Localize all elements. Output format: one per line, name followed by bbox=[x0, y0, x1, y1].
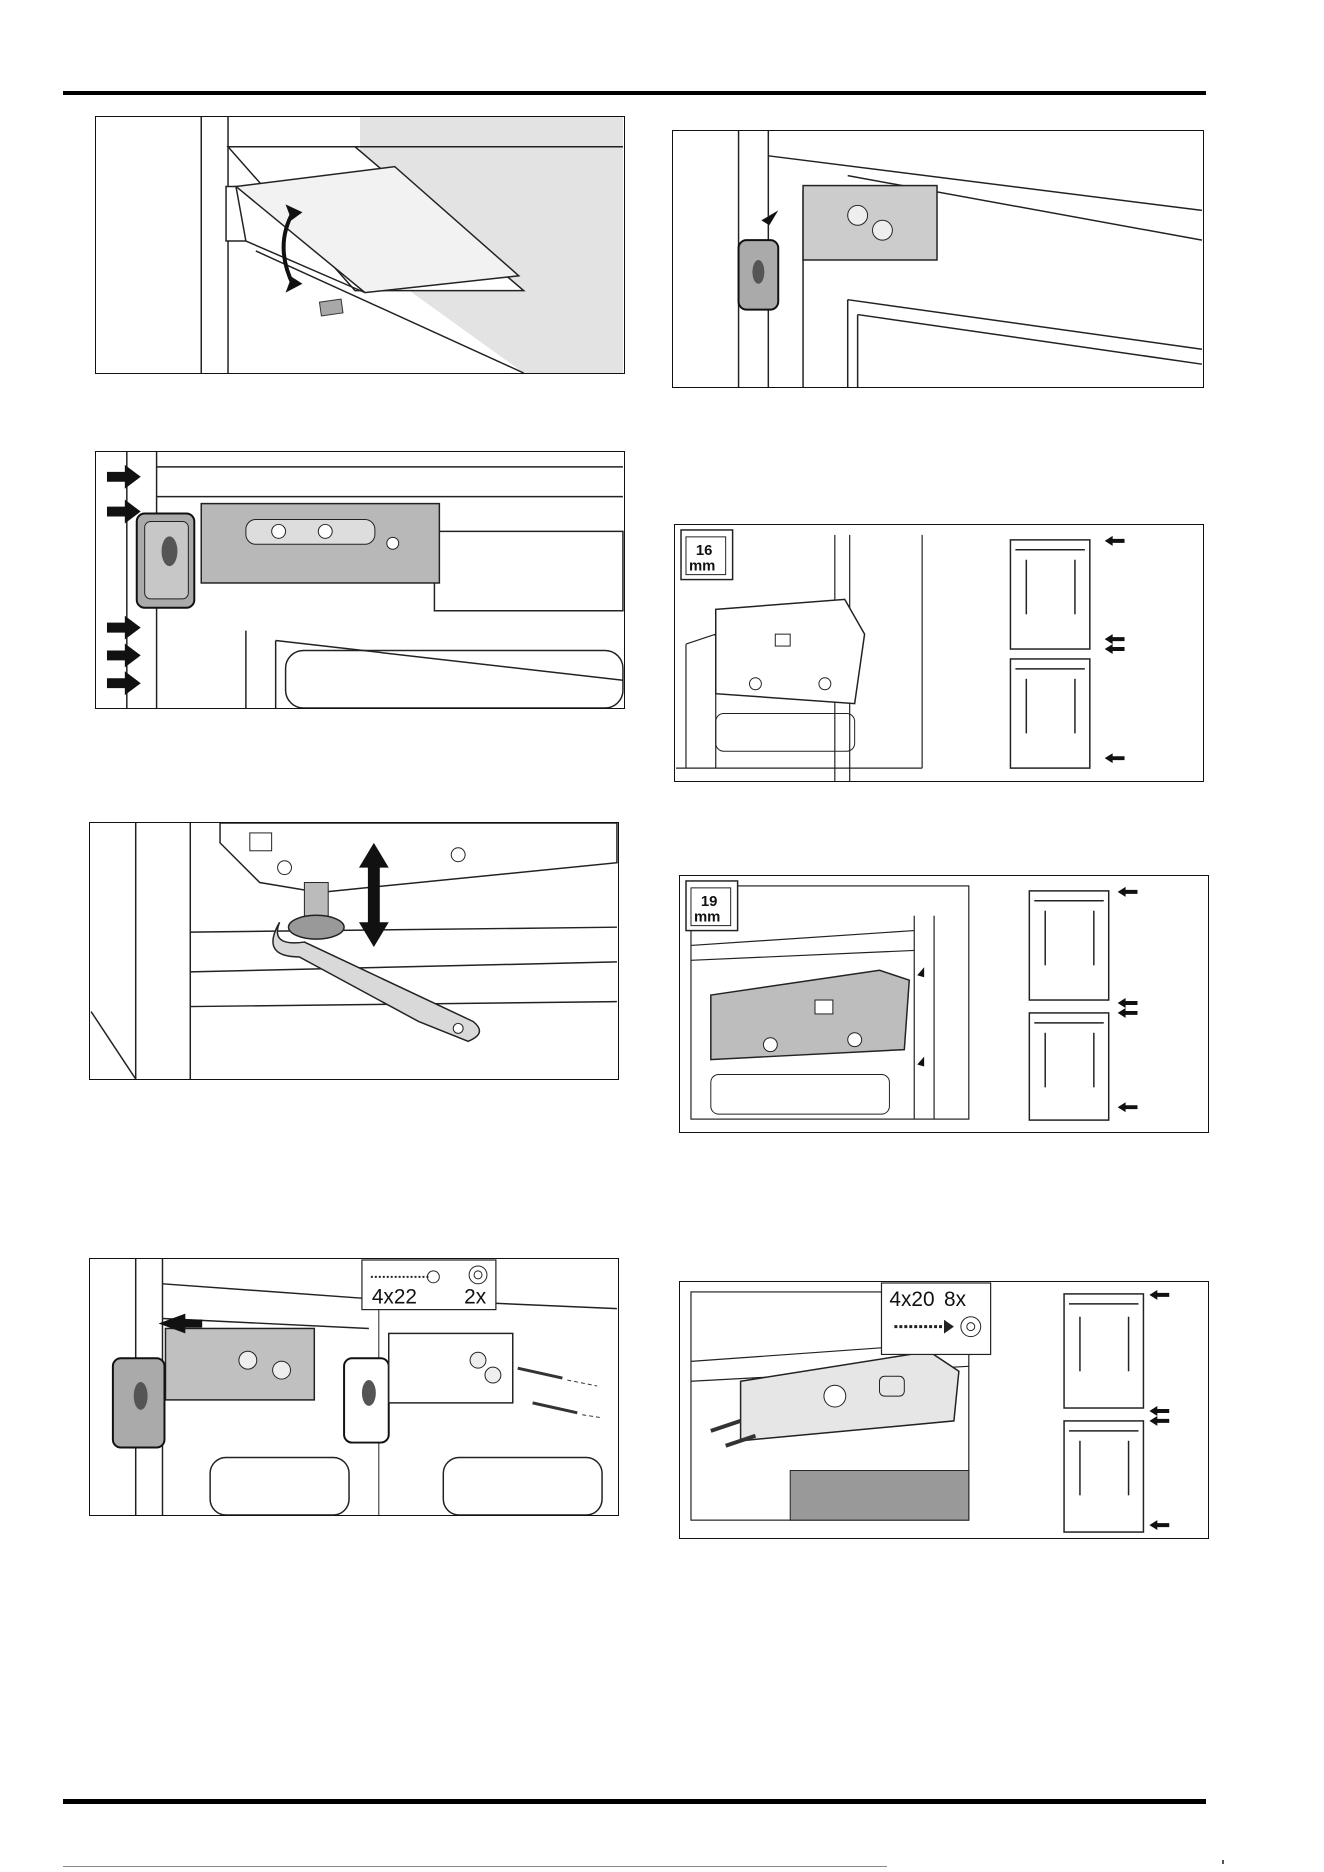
footer-mark bbox=[1222, 1860, 1224, 1864]
svg-text:mm: mm bbox=[694, 910, 720, 926]
svg-text:16: 16 bbox=[696, 543, 713, 559]
door-diagram-icon bbox=[1010, 540, 1089, 768]
figure-plinth-adjust bbox=[95, 116, 625, 374]
panel-thickness-icon: 19 mm bbox=[686, 881, 738, 931]
hinge-mount-illustration: 4x20 8x bbox=[680, 1282, 1208, 1538]
hinge-cover-remove-illustration bbox=[673, 131, 1203, 387]
pull-arrow-icon bbox=[761, 210, 778, 230]
push-arrows-icon bbox=[107, 465, 141, 695]
screw-quantity-label: 2x bbox=[464, 1286, 487, 1309]
hinge-screws-illustration: 4x22 2x bbox=[90, 1259, 618, 1515]
page-top-rule bbox=[63, 91, 1206, 95]
screw-size-label: 4x22 bbox=[372, 1286, 417, 1309]
svg-text:19: 19 bbox=[701, 894, 718, 910]
hinge-cover-attach-illustration bbox=[96, 452, 624, 708]
figure-hinge-screws-4x20: 4x20 8x bbox=[679, 1281, 1209, 1539]
plinth-adjust-illustration bbox=[96, 117, 624, 373]
screw-icon bbox=[518, 1368, 602, 1418]
position-arrows-icon bbox=[1118, 887, 1138, 1112]
figure-hinge-cover-remove bbox=[672, 130, 1204, 388]
position-arrows-icon bbox=[1105, 536, 1125, 763]
screw-size-label: 4x20 bbox=[889, 1288, 934, 1311]
footer-line bbox=[63, 1866, 887, 1867]
panel-thickness-icon: 16 mm bbox=[681, 530, 733, 580]
figure-foot-adjust bbox=[89, 822, 619, 1080]
screw-quantity-label: 8x bbox=[944, 1288, 967, 1311]
svg-text:mm: mm bbox=[689, 559, 715, 575]
foot-adjust-illustration bbox=[90, 823, 618, 1079]
figure-panel-19mm: 19 mm bbox=[679, 875, 1209, 1133]
door-diagram-icon bbox=[1029, 891, 1108, 1120]
figure-panel-16mm: 16 mm bbox=[674, 524, 1204, 782]
figure-hinge-screws-4x22: 4x22 2x bbox=[89, 1258, 619, 1516]
panel-16mm-illustration: 16 mm bbox=[675, 525, 1203, 781]
door-diagram-icon bbox=[1064, 1294, 1143, 1532]
page-bottom-rule bbox=[63, 1799, 1206, 1804]
panel-19mm-illustration: 19 mm bbox=[680, 876, 1208, 1132]
position-arrows-icon bbox=[1149, 1290, 1169, 1530]
figure-hinge-cover-attach bbox=[95, 451, 625, 709]
